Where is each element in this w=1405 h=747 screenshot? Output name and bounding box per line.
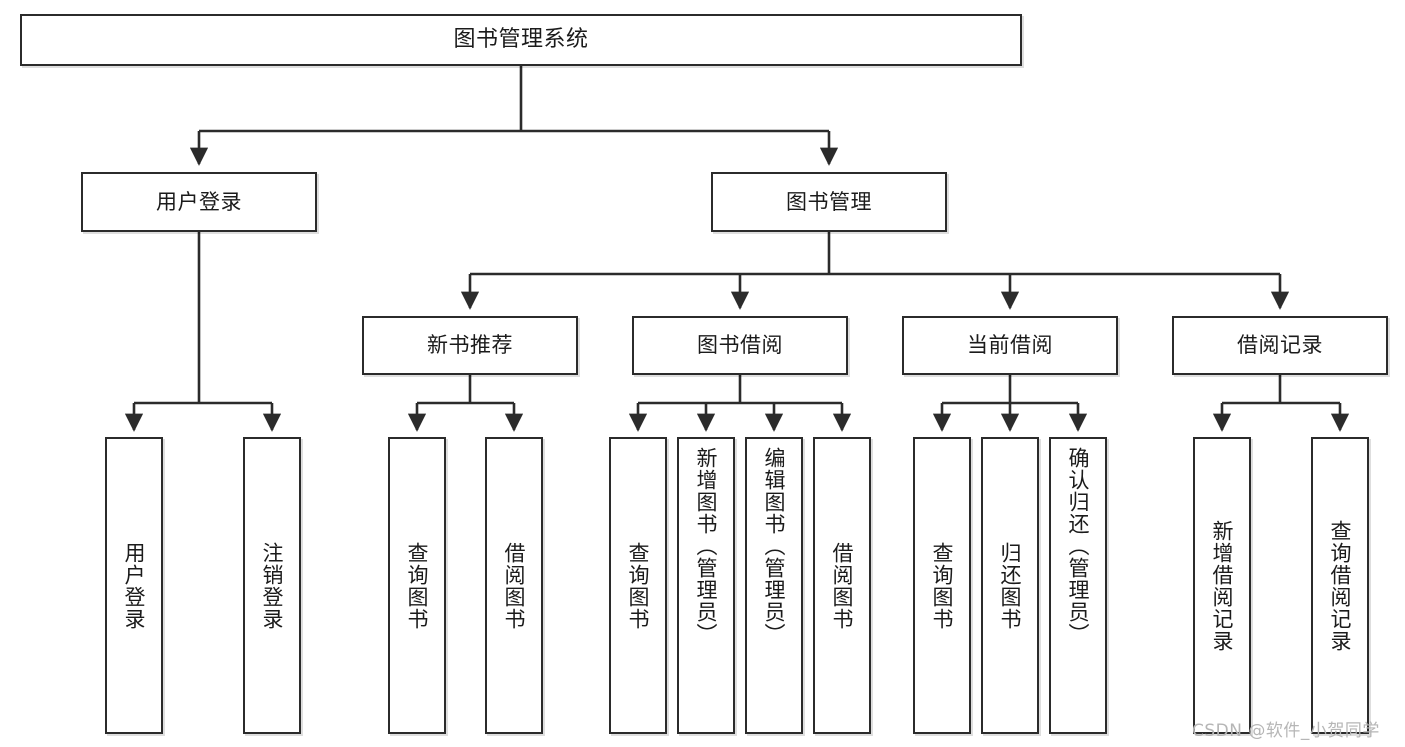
leaf-add-record[interactable]: 新增借阅记录 [1193,437,1251,734]
node-label: 查询图书 [626,541,651,630]
node-label: 当前借阅 [967,333,1053,358]
node-label: 用户登录 [122,541,147,630]
leaf-user-login[interactable]: 用户登录 [105,437,163,734]
csdn-watermark: CSDN @软件_小贺同学 [1192,721,1380,741]
leaf-edit-book[interactable]: 编辑图书（管理员） [745,437,803,734]
node-label: 确认归还（管理员） [1066,447,1091,645]
node-label: 归还图书 [998,541,1023,630]
node-current-borrow[interactable]: 当前借阅 [902,316,1118,375]
node-label: 新增借阅记录 [1210,519,1235,652]
node-label: 查询图书 [405,541,430,630]
leaf-borrow-book-2[interactable]: 借阅图书 [813,437,871,734]
leaf-add-book[interactable]: 新增图书（管理员） [677,437,735,734]
leaf-query-record[interactable]: 查询借阅记录 [1311,437,1369,734]
node-label: 查询图书 [930,541,955,630]
node-label: 注销登录 [260,541,285,630]
node-user-login[interactable]: 用户登录 [81,172,317,232]
node-root-system[interactable]: 图书管理系统 [20,14,1022,66]
node-label: 借阅记录 [1237,333,1323,358]
node-label: 图书管理 [786,189,872,214]
node-label: 查询借阅记录 [1328,519,1353,652]
node-label: 新书推荐 [427,333,513,358]
leaf-logout[interactable]: 注销登录 [243,437,301,734]
node-label: 新增图书（管理员） [694,447,719,645]
leaf-confirm-return[interactable]: 确认归还（管理员） [1049,437,1107,734]
node-label: 用户登录 [156,189,242,214]
node-label: 借阅图书 [830,541,855,630]
node-label: 图书借阅 [697,333,783,358]
node-book-manage[interactable]: 图书管理 [711,172,947,232]
node-borrow-record[interactable]: 借阅记录 [1172,316,1388,375]
node-label: 编辑图书（管理员） [762,447,787,645]
leaf-return-book[interactable]: 归还图书 [981,437,1039,734]
node-label: 借阅图书 [502,541,527,630]
leaf-query-book-3[interactable]: 查询图书 [913,437,971,734]
leaf-query-book-1[interactable]: 查询图书 [388,437,446,734]
node-book-borrow[interactable]: 图书借阅 [632,316,848,375]
leaf-query-book-2[interactable]: 查询图书 [609,437,667,734]
leaf-borrow-book-1[interactable]: 借阅图书 [485,437,543,734]
node-new-book-rec[interactable]: 新书推荐 [362,316,578,375]
node-label: 图书管理系统 [453,27,589,53]
